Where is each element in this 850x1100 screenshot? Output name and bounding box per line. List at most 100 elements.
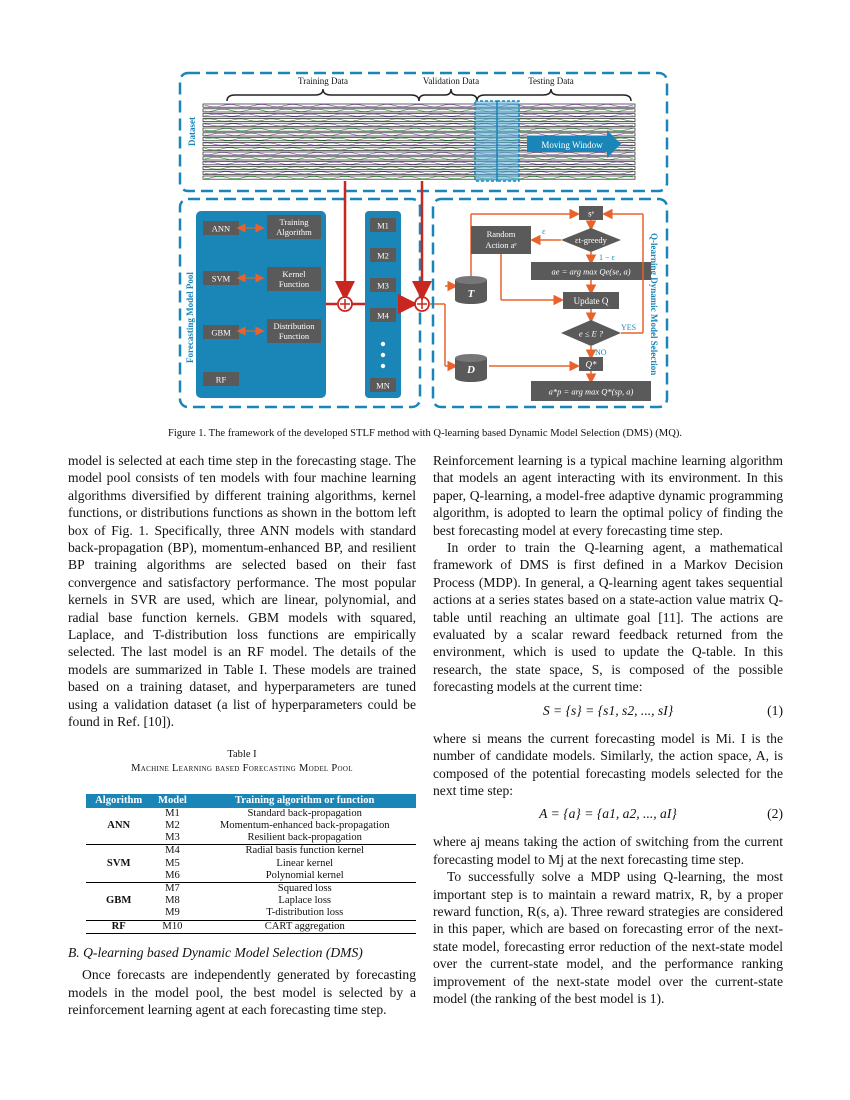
right-paragraph-3: where si means the current forecasting m… xyxy=(433,730,783,798)
equation-2: A = {a} = {a1, a2, ..., aI} (2) xyxy=(433,805,783,827)
table-cell-model: M8 xyxy=(165,895,180,907)
table-cell-algorithm: SVM xyxy=(106,857,131,869)
svg-text:sᵉ: sᵉ xyxy=(588,209,595,219)
data-series-bars xyxy=(202,103,636,180)
equation-1: S = {s} = {s1, s2, ..., sI} (1) xyxy=(433,702,783,724)
rf-label: RF xyxy=(216,375,227,385)
svg-text:Random: Random xyxy=(487,229,516,239)
table-cell-function: Momentum-enhanced back-propagation xyxy=(219,819,390,831)
table-row: M1 Standard back-propagation xyxy=(86,808,416,820)
right-paragraph-5: To successfully solve a MDP using Q-lear… xyxy=(433,869,783,1006)
table-title: Machine Learning based Forecasting Model… xyxy=(131,762,353,774)
equation-1-number: (1) xyxy=(767,702,783,718)
svg-text:a*p = arg max Q*(sp, a): a*p = arg max Q*(sp, a) xyxy=(549,387,634,397)
table-cell-model: M6 xyxy=(151,869,194,883)
table-header-model: Model xyxy=(151,793,194,808)
t-cylinder: T xyxy=(455,276,487,304)
table-cell-algorithm: RF xyxy=(86,920,152,934)
table-cell-algorithm xyxy=(86,882,151,895)
right-paragraph-1: Reinforcement learning is a typical mach… xyxy=(433,453,783,538)
table-cell-algorithm xyxy=(86,845,151,858)
table-cell-function: Radial basis function kernel xyxy=(245,845,365,857)
svg-text:T: T xyxy=(468,288,476,300)
table-label: Table I xyxy=(227,748,257,760)
svm-label: SVM xyxy=(212,274,231,284)
figure-caption: Figure 1. The framework of the developed… xyxy=(167,428,683,439)
left-paragraph-1: model is selected at each time step in t… xyxy=(68,453,416,730)
table-cell-model: M3 xyxy=(151,832,194,846)
svg-text:Update Q: Update Q xyxy=(574,296,609,306)
d-cylinder: D xyxy=(455,354,487,382)
moving-window-arrow xyxy=(527,130,621,158)
table-row: GBM M8 Laplace loss xyxy=(86,895,416,907)
table-header-algorithm: Algorithm xyxy=(86,793,152,808)
table-cell-algorithm: GBM xyxy=(106,895,132,907)
framework-figure: Dataset Training Data Validation Data Te… xyxy=(178,71,669,409)
svg-text:MN: MN xyxy=(376,381,390,391)
qlearning-box xyxy=(431,197,669,409)
dataset-label: Dataset xyxy=(187,117,197,146)
subsection-heading: B. Q-learning based Dynamic Model Select… xyxy=(68,944,363,960)
table-cell-function: CART aggregation xyxy=(193,920,416,934)
svg-text:Q*: Q* xyxy=(586,360,597,370)
table-row: M4 Radial basis function kernel xyxy=(86,845,416,858)
moving-window-label: Moving Window xyxy=(541,140,603,150)
equation-1-text: S = {s} = {s1, s2, ..., sI} xyxy=(542,702,674,718)
table-cell-model: M9 xyxy=(151,907,194,921)
svg-text:ae = arg max Qe(se, a): ae = arg max Qe(se, a) xyxy=(551,267,630,277)
svg-text:Training: Training xyxy=(280,217,310,227)
table-cell-function: Laplace loss xyxy=(278,895,332,907)
svg-text:M1: M1 xyxy=(377,221,389,231)
svg-text:M3: M3 xyxy=(377,281,389,291)
svg-text:Distribution: Distribution xyxy=(273,321,315,331)
table-cell-model: M10 xyxy=(151,920,194,934)
svg-text:Function: Function xyxy=(279,331,310,341)
table-cell-model: M1 xyxy=(165,807,180,819)
svg-text:M2: M2 xyxy=(377,251,389,261)
model-column xyxy=(365,211,401,398)
left-paragraph-2: Once forecasts are independently generat… xyxy=(68,967,416,1017)
svg-text:ε: ε xyxy=(542,226,546,236)
table-cell-algorithm xyxy=(86,808,151,820)
svg-text:M4: M4 xyxy=(377,311,390,321)
svg-text:D: D xyxy=(466,364,475,376)
equation-2-number: (2) xyxy=(767,806,783,822)
training-data-label: Training Data xyxy=(298,76,348,86)
table-cell-algorithm: ANN xyxy=(107,819,131,831)
table-cell-model: M2 xyxy=(165,819,180,831)
model-pool-table: Algorithm Model Training algorithm or fu… xyxy=(86,793,416,934)
svg-text:NO: NO xyxy=(595,348,607,357)
table-cell-algorithm xyxy=(86,907,152,921)
right-paragraph-4: where aj means taking the action of swit… xyxy=(433,834,783,867)
right-paragraph-2: In order to train the Q-learning agent, … xyxy=(433,540,783,695)
svg-text:Function: Function xyxy=(279,279,310,289)
qlearning-label: Q-learning Dynamic Model Selection xyxy=(649,233,659,375)
table-cell-algorithm xyxy=(86,869,152,883)
ann-label: ANN xyxy=(212,224,230,234)
table-cell-function: Polynomial kernel xyxy=(193,869,416,883)
model-pool-label: Forecasting Model Pool xyxy=(185,272,195,363)
right-column: Reinforcement learning is a typical mach… xyxy=(433,452,783,1007)
svg-text:1 − ε: 1 − ε xyxy=(599,253,616,262)
table-cell-algorithm xyxy=(86,832,152,846)
table-cell-function: T-distribution loss xyxy=(193,907,416,921)
table-cell-model: M4 xyxy=(165,845,180,857)
svg-text:e ≤ E ?: e ≤ E ? xyxy=(579,329,604,339)
table-cell-function: Standard back-propagation xyxy=(247,807,362,819)
svg-text:YES: YES xyxy=(621,323,636,332)
gbm-label: GBM xyxy=(211,328,231,338)
table-cell-model: M5 xyxy=(165,857,180,869)
svg-text:Kernel: Kernel xyxy=(282,269,306,279)
dataset-box xyxy=(178,71,669,193)
table-header-function: Training algorithm or function xyxy=(193,793,416,808)
svg-text:Algorithm: Algorithm xyxy=(276,227,312,237)
table-cell-function: Squared loss xyxy=(277,882,332,894)
left-column: model is selected at each time step in t… xyxy=(68,452,416,1018)
equation-2-text: A = {a} = {a1, a2, ..., aI} xyxy=(539,806,677,822)
svg-text:εt-greedy: εt-greedy xyxy=(575,235,608,245)
